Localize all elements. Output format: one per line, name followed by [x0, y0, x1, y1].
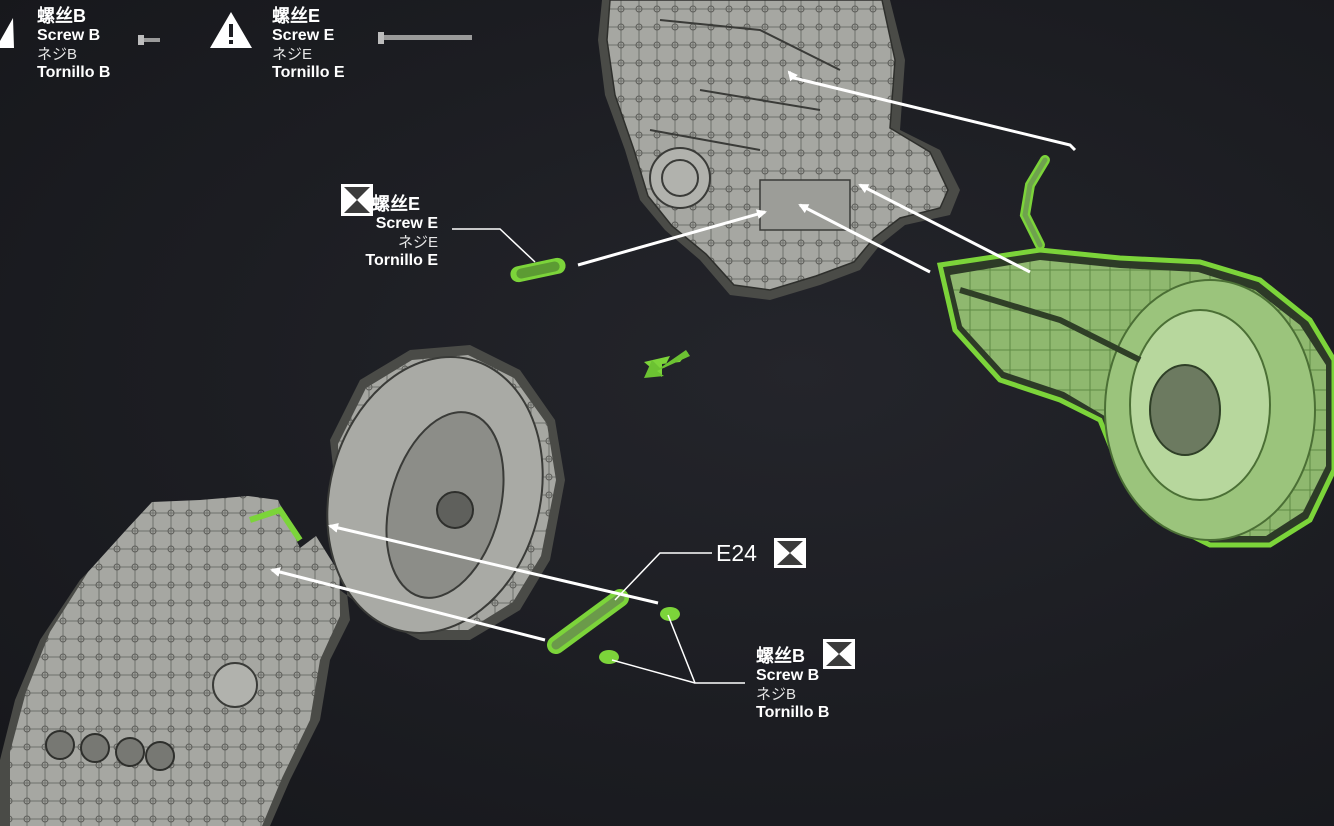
callout-screw-e-zh: 螺丝E [372, 194, 421, 214]
callout-screw-b-zh: 螺丝B [756, 646, 805, 666]
callout-screw-b-en: Screw B [756, 667, 820, 685]
legend-screw-b-en: Screw B [37, 27, 101, 45]
callout-screw-e-en: Screw E [375, 215, 438, 233]
direction-arrow-icon [644, 350, 690, 378]
lower-bike-assembly [0, 345, 565, 826]
screw-e-part [510, 257, 566, 283]
callout-screw-e: 螺丝E Screw E ネジE Tornillo E [330, 194, 438, 271]
callout-screw-e-es: Tornillo E [365, 251, 438, 269]
hourglass-x-icon [823, 639, 855, 669]
legend-screw-e: 螺丝E Screw E ネジE Tornillo E [272, 6, 345, 83]
legend-screw-e-ja: ネジE [272, 46, 313, 64]
assembly-arrows [270, 70, 1077, 642]
callout-screw-e-ja: ネジE [397, 234, 438, 252]
legend-screw-b-ja: ネジB [37, 46, 78, 64]
rear-swingarm-wheel-assembly [936, 155, 1334, 548]
e24-link-rod-part [547, 589, 680, 664]
hourglass-x-icon [774, 538, 806, 568]
callout-screw-b: 螺丝B Screw B ネジB Tornillo B [756, 646, 829, 723]
screw-b-thumbnail-icon [138, 35, 160, 45]
upper-engine-assembly [598, 0, 960, 300]
warning-triangle-icon [0, 18, 14, 48]
part-e24-label: E24 [716, 540, 757, 566]
callout-screw-b-ja: ネジB [756, 686, 797, 704]
callout-screw-b-es: Tornillo B [756, 703, 830, 721]
hourglass-x-icon [341, 184, 373, 216]
screw-e-thumbnail-icon [378, 32, 472, 44]
legend-screw-e-es: Tornillo E [272, 63, 345, 81]
leader-lines [452, 228, 745, 684]
legend-screw-b-zh: 螺丝B [37, 6, 86, 26]
legend-screw-b-es: Tornillo B [37, 63, 111, 81]
warning-triangle-icon [210, 12, 252, 48]
legend-screw-b: 螺丝B Screw B ネジB Tornillo B [37, 6, 110, 83]
legend-screw-e-en: Screw E [272, 27, 335, 45]
legend-screw-e-zh: 螺丝E [272, 6, 321, 26]
